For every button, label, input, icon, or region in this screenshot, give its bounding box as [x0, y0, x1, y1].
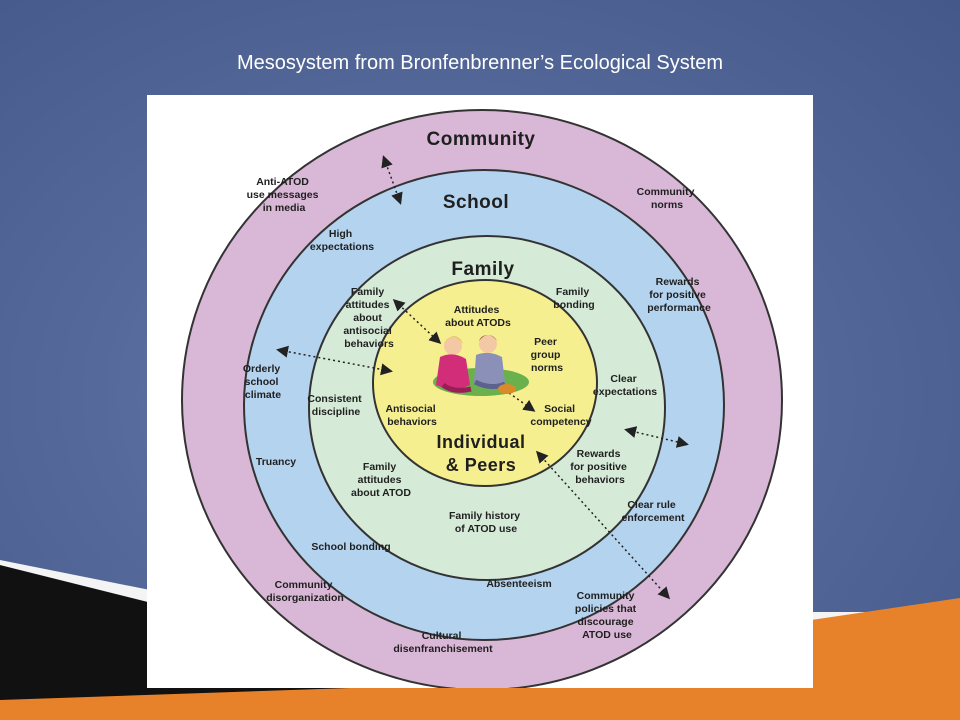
label-peer-group-norms: Peer group norms [531, 336, 564, 374]
individual-title-line1: Individual [436, 432, 525, 452]
arrow-school-individual [276, 345, 393, 376]
diagram-panel: Community School Family Individual & Pee… [147, 95, 813, 688]
label-rewards-positive-behaviors: Rewards for positive behaviors [570, 448, 630, 486]
label-clear-expectations: Clear expectations [593, 373, 657, 398]
label-social-competency: Social competency [530, 403, 591, 428]
label-family-attitudes-antisocial: Family attitudes about antisocial behavi… [343, 286, 394, 350]
label-community-policies: Community policies that discourage ATOD … [575, 590, 639, 641]
label-family-attitudes-atod: Family attitudes about ATOD [351, 461, 411, 499]
label-attitudes-about-atods: Attitudes about ATODs [445, 304, 511, 329]
label-community-norms: Community norms [637, 186, 698, 211]
label-high-expectations: High expectations [310, 228, 374, 253]
two-children-icon [433, 335, 529, 396]
label-cultural-disenfranchisement: Cultural disenfranchisement [393, 630, 493, 655]
label-antisocial-behaviors: Antisocial behaviors [385, 403, 438, 428]
label-clear-rule-enforcement: Clear rule enforcement [621, 499, 685, 524]
connector-arrows [276, 155, 689, 600]
community-title: Community [427, 129, 536, 150]
orange-swoosh [0, 598, 960, 720]
label-rewards-positive-performance: Rewards for positive performance [647, 276, 711, 314]
label-family-history: Family history of ATOD use [449, 510, 523, 535]
label-truancy: Truancy [256, 456, 296, 468]
individual-title-line2: & Peers [446, 455, 517, 475]
label-absenteeism: Absenteeism [486, 578, 551, 590]
arrow-individual-community [535, 450, 671, 600]
arrow-family-individual [392, 298, 442, 345]
slide-title: Mesosystem from Bronfenbrenner’s Ecologi… [236, 52, 724, 74]
label-family-bonding: Family bonding [553, 286, 594, 311]
label-orderly-school-climate: Orderly school climate [243, 363, 283, 401]
label-consistent-discipline: Consistent discipline [307, 393, 364, 418]
label-school-bonding: School bonding [311, 541, 390, 553]
ecological-diagram: Community School Family Individual & Pee… [181, 109, 783, 688]
family-title: Family [451, 259, 514, 280]
arrow-family-school-right [624, 426, 689, 448]
school-title: School [443, 192, 509, 213]
label-anti-atod-media: Anti-ATOD use messages in media [247, 176, 322, 214]
label-community-disorganization: Community disorganization [266, 579, 344, 604]
